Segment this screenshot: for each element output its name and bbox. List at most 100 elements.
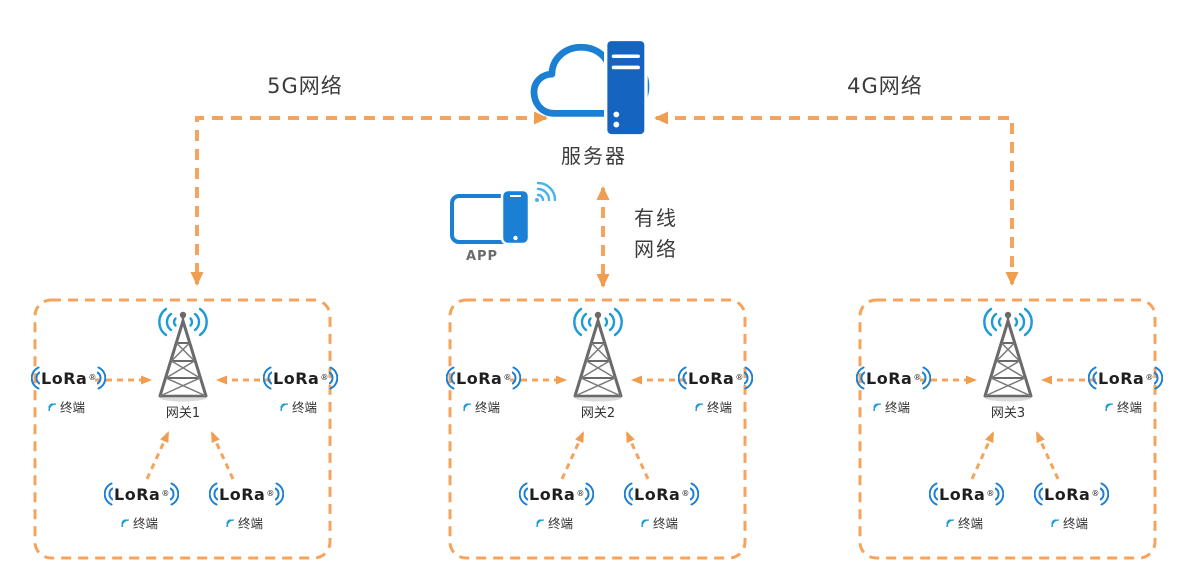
lora-logo-text: LoRa xyxy=(529,484,576,504)
trademark-mark: ® xyxy=(266,489,275,498)
radio-tower-icon xyxy=(572,307,624,403)
lora-logo: LoRa® xyxy=(856,366,932,390)
terminal-label: 终端 xyxy=(104,513,174,532)
trademark-mark: ® xyxy=(1145,373,1154,382)
app-label: APP xyxy=(465,249,499,264)
terminal-label: 终端 xyxy=(1088,397,1158,416)
trademark-mark: ® xyxy=(88,373,97,382)
lora-terminal: LoRa® 终端 xyxy=(31,366,107,416)
terminal-label: 终端 xyxy=(519,513,589,532)
lora-logo-text: LoRa xyxy=(41,368,88,388)
lora-arc-left-icon xyxy=(263,366,272,390)
lora-logo-text: LoRa xyxy=(1098,368,1145,388)
terminal-label: 终端 xyxy=(263,397,333,416)
lora-terminal: LoRa® 终端 xyxy=(678,366,754,416)
lora-logo: LoRa® xyxy=(104,482,180,506)
lora-arc-right-icon xyxy=(922,366,932,390)
signal-icon xyxy=(873,402,881,411)
gateway-label: 网关3 xyxy=(990,406,1026,421)
lora-logo: LoRa® xyxy=(1088,366,1164,390)
trademark-mark: ® xyxy=(320,373,329,382)
lora-logo: LoRa® xyxy=(519,482,595,506)
lora-arc-left-icon xyxy=(678,366,687,390)
lora-logo: LoRa® xyxy=(678,366,754,390)
trademark-mark: ® xyxy=(681,489,690,498)
lora-arc-right-icon xyxy=(585,482,595,506)
lora-arc-left-icon xyxy=(209,482,218,506)
server-label: 服务器 xyxy=(561,144,627,168)
lora-terminal: LoRa® 终端 xyxy=(1034,482,1110,532)
lora-arc-left-icon xyxy=(856,366,865,390)
tablet-phone-wifi-icon xyxy=(450,181,557,246)
lora-arc-right-icon xyxy=(1100,482,1110,506)
trademark-mark: ® xyxy=(576,489,585,498)
terminal-label: 终端 xyxy=(856,397,926,416)
terminal-label: 终端 xyxy=(446,397,516,416)
lora-logo-text: LoRa xyxy=(219,484,266,504)
trademark-mark: ® xyxy=(913,373,922,382)
signal-icon xyxy=(280,402,288,411)
lora-logo-text: LoRa xyxy=(939,484,986,504)
gateway-label: 网关1 xyxy=(165,406,201,421)
lora-logo: LoRa® xyxy=(31,366,107,390)
label-4g-network: 4G网络 xyxy=(847,74,923,98)
lora-logo-text: LoRa xyxy=(114,484,161,504)
lora-logo: LoRa® xyxy=(1034,482,1110,506)
lora-arc-left-icon xyxy=(624,482,633,506)
signal-icon xyxy=(121,518,129,527)
signal-icon xyxy=(48,402,56,411)
lora-arc-left-icon xyxy=(104,482,113,506)
link-5g-network xyxy=(190,111,548,286)
lora-logo: LoRa® xyxy=(446,366,522,390)
lora-terminal: LoRa® 终端 xyxy=(446,366,522,416)
lora-arc-right-icon xyxy=(1154,366,1164,390)
trademark-mark: ® xyxy=(1091,489,1100,498)
trademark-mark: ® xyxy=(986,489,995,498)
cluster-boundary xyxy=(858,298,1157,560)
lora-terminal: LoRa® 终端 xyxy=(856,366,932,416)
phone-icon xyxy=(500,188,531,246)
signal-icon xyxy=(641,518,649,527)
terminal-label: 终端 xyxy=(31,397,101,416)
lora-arc-right-icon xyxy=(512,366,522,390)
wired-network-label: 有线 网络 xyxy=(634,206,678,261)
lora-arc-left-icon xyxy=(31,366,40,390)
lora-terminal: LoRa® 终端 xyxy=(624,482,700,532)
radio-tower-icon xyxy=(982,307,1034,403)
lora-arc-right-icon xyxy=(97,366,107,390)
terminal-label: 终端 xyxy=(209,513,279,532)
radio-tower-icon xyxy=(157,307,209,403)
lora-logo: LoRa® xyxy=(929,482,1005,506)
lora-arc-right-icon xyxy=(170,482,180,506)
signal-icon xyxy=(695,402,703,411)
signal-icon xyxy=(463,402,471,411)
lora-arc-left-icon xyxy=(446,366,455,390)
lora-terminal: LoRa® 终端 xyxy=(929,482,1005,532)
link-4g-network xyxy=(654,111,1019,286)
signal-icon xyxy=(1051,518,1059,527)
lora-arc-right-icon xyxy=(995,482,1005,506)
cluster-boundary xyxy=(33,298,332,560)
lora-logo-text: LoRa xyxy=(688,368,735,388)
signal-icon xyxy=(1105,402,1113,411)
gateway-label: 网关2 xyxy=(580,406,616,421)
lora-logo-text: LoRa xyxy=(866,368,913,388)
wifi-waves-icon xyxy=(536,181,557,202)
trademark-mark: ® xyxy=(503,373,512,382)
server-icon xyxy=(604,37,648,138)
terminal-label: 终端 xyxy=(1034,513,1104,532)
lora-terminal: LoRa® 终端 xyxy=(519,482,595,532)
cluster-boundary xyxy=(448,298,747,560)
lora-arc-left-icon xyxy=(1034,482,1043,506)
cloud-server-icon xyxy=(530,37,650,138)
label-5g-network: 5G网络 xyxy=(267,74,343,98)
trademark-mark: ® xyxy=(161,489,170,498)
lora-logo: LoRa® xyxy=(209,482,285,506)
lora-arc-right-icon xyxy=(690,482,700,506)
lora-arc-left-icon xyxy=(929,482,938,506)
lora-terminal: LoRa® 终端 xyxy=(263,366,339,416)
lora-terminal: LoRa® 终端 xyxy=(209,482,285,532)
lora-logo-text: LoRa xyxy=(1044,484,1091,504)
lora-logo-text: LoRa xyxy=(273,368,320,388)
